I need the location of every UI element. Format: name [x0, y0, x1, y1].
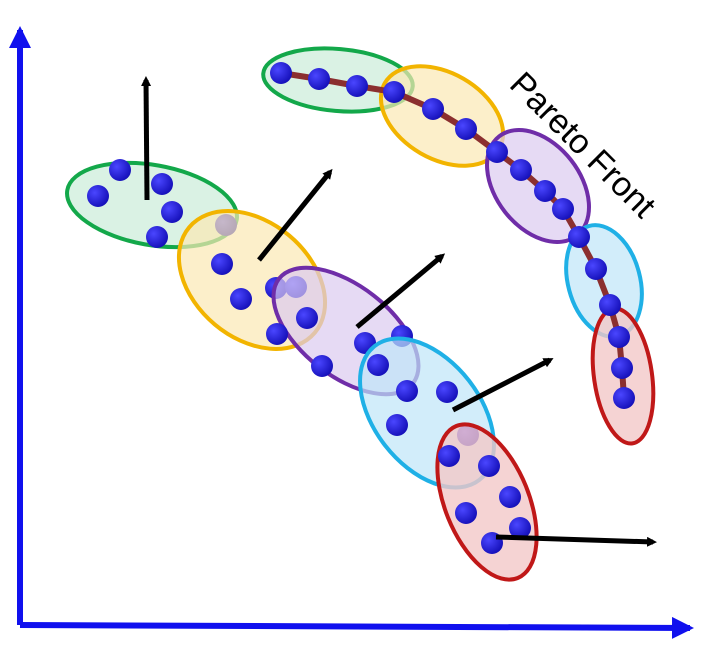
data-point [266, 323, 288, 345]
lower-clusters [65, 159, 539, 582]
data-point [534, 180, 556, 202]
data-point [386, 414, 408, 436]
data-point [436, 381, 458, 403]
data-point [599, 294, 621, 316]
data-point [161, 201, 183, 223]
data-point [499, 486, 521, 508]
arrow-4 [451, 357, 554, 413]
data-point [510, 159, 532, 181]
pareto-front-clusters [261, 46, 656, 446]
data-point [455, 502, 477, 524]
data-point [486, 141, 508, 163]
data-point [608, 326, 630, 348]
data-point [109, 159, 131, 181]
data-point [611, 357, 633, 379]
data-point [211, 253, 233, 275]
pareto-front-line [280, 70, 627, 399]
data-point [422, 98, 444, 120]
data-point [396, 380, 418, 402]
data-point [438, 445, 460, 467]
x-axis [19, 616, 694, 639]
data-point [568, 226, 590, 248]
data-point [383, 81, 405, 103]
data-point [270, 62, 292, 84]
data-point [87, 185, 109, 207]
arrow-1 [141, 76, 152, 201]
arrow-2 [257, 168, 333, 262]
data-point [552, 198, 574, 220]
data-point [308, 68, 330, 90]
data-point [455, 118, 477, 140]
data-point [509, 517, 531, 539]
data-point [296, 307, 318, 329]
data-point [346, 75, 368, 97]
arrow-5 [495, 534, 657, 547]
data-point [613, 387, 635, 409]
data-point [585, 258, 607, 280]
data-point [146, 226, 168, 248]
data-point [230, 288, 252, 310]
data-point [151, 173, 173, 195]
arrow-3 [355, 253, 446, 329]
cluster-ellipse [435, 422, 539, 582]
data-point [311, 355, 333, 377]
data-point [367, 354, 389, 376]
lower-cluster-red [435, 422, 539, 582]
direction-arrows [141, 76, 657, 547]
data-point [478, 455, 500, 477]
